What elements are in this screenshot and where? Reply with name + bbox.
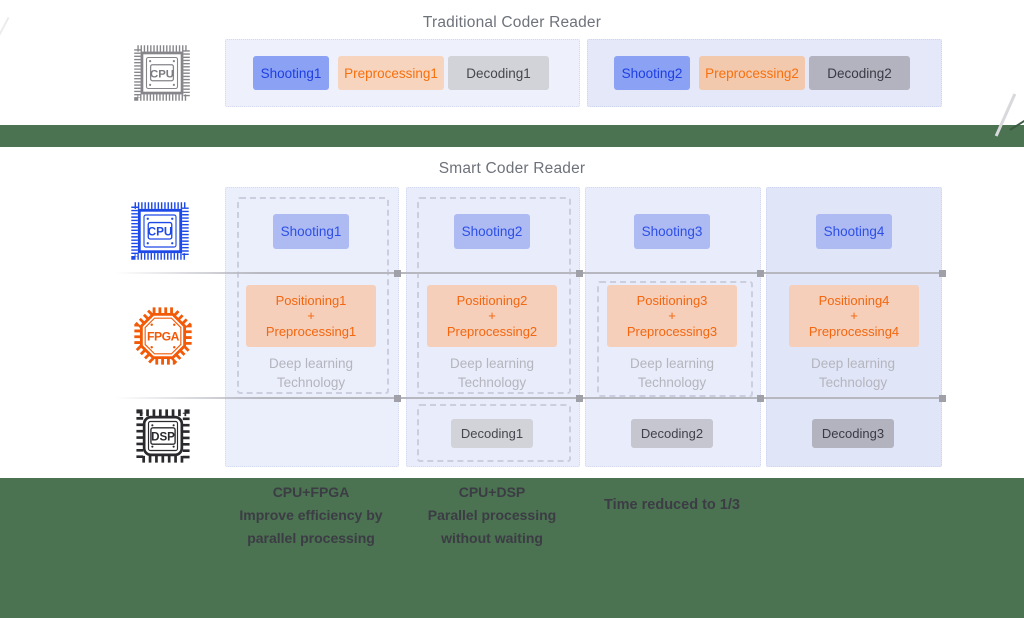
timeline-marker: [576, 395, 583, 402]
traditional-cycle-1-panel: Shooting1 Preprocessing1 Decoding1: [225, 39, 580, 107]
plus-sign: +: [668, 308, 676, 324]
footer-note-time-reduced: Time reduced to 1/3: [604, 497, 740, 513]
footer-green-background: [0, 478, 1024, 618]
deep-learning-caption-4: Deep learning Technology: [810, 356, 896, 390]
preprocessing-line: Preprocessing2: [446, 323, 538, 339]
task-block-decoding1: Decoding1: [448, 56, 549, 90]
preprocessing-line: Preprocessing1: [265, 323, 357, 339]
fpga-chip-icon: FPGA: [132, 305, 194, 372]
preprocessing-line: Preprocessing3: [626, 323, 718, 339]
dsp-chip-icon: DSP: [134, 407, 192, 470]
dashed-outline-col1: [237, 197, 389, 394]
deep-learning-caption-2: Deep learning Technology: [449, 356, 535, 390]
smart-decoding1-block: Decoding1: [451, 419, 533, 448]
traditional-cycle-2-panel: Shooting2 Preprocessing2 Decoding2: [587, 39, 942, 107]
smart-decoding3-block: Decoding3: [812, 419, 894, 448]
dashed-outline-col2-dsp: [417, 404, 571, 462]
cpu-chip-label: CPU: [150, 68, 174, 80]
footer-note-cpu-dsp: CPU+DSP Parallel processing without wait…: [427, 484, 557, 546]
smart-shooting3-block: Shooting3: [634, 214, 710, 249]
timeline-marker: [757, 395, 764, 402]
timeline-marker: [939, 395, 946, 402]
cpu-chip-icon: CPU: [131, 42, 193, 109]
task-block-shooting1: Shooting1: [253, 56, 329, 90]
smart-shooting4-block: Shooting4: [816, 214, 892, 249]
dashed-outline-col2: [417, 197, 571, 394]
smart-shooting2-block: Shooting2: [454, 214, 530, 249]
task-block-shooting2: Shooting2: [614, 56, 690, 90]
deep-learning-caption-1: Deep learning Technology: [268, 356, 354, 390]
smart-positioning2-block: Positioning2 + Preprocessing2: [427, 285, 557, 347]
timeline-marker: [394, 270, 401, 277]
fpga-chip-label: FPGA: [147, 330, 180, 344]
smart-section-title: Smart Coder Reader: [438, 160, 586, 177]
task-block-preprocessing1: Preprocessing1: [338, 56, 444, 90]
smart-positioning3-block: Positioning3 + Preprocessing3: [607, 285, 737, 347]
smart-positioning1-block: Positioning1 + Preprocessing1: [246, 285, 376, 347]
positioning-line: Positioning2: [456, 292, 528, 308]
timeline-fpga-dsp: [115, 397, 945, 399]
dsp-chip-label: DSP: [151, 430, 175, 443]
plus-sign: +: [307, 308, 315, 324]
task-block-decoding2: Decoding2: [809, 56, 910, 90]
smart-shooting1-block: Shooting1: [273, 214, 349, 249]
deep-learning-caption-3: Deep learning Technology: [629, 356, 715, 390]
positioning-line: Positioning3: [636, 292, 708, 308]
preprocessing-line: Preprocessing4: [808, 323, 900, 339]
smart-decoding2-block: Decoding2: [631, 419, 713, 448]
dashed-outline-col3-fpga: [597, 281, 753, 397]
timeline-marker: [939, 270, 946, 277]
smart-positioning4-block: Positioning4 + Preprocessing4: [789, 285, 919, 347]
footer-note-cpu-fpga: CPU+FPGA Improve efficiency by parallel …: [239, 484, 383, 546]
timeline-marker: [757, 270, 764, 277]
timeline-marker: [394, 395, 401, 402]
green-divider-band: [0, 125, 1024, 147]
timeline-cpu-fpga: [115, 272, 945, 274]
plus-sign: +: [850, 308, 858, 324]
positioning-line: Positioning1: [275, 292, 347, 308]
task-block-preprocessing2: Preprocessing2: [699, 56, 805, 90]
timeline-marker: [576, 270, 583, 277]
smart-cpu-chip-label: CPU: [148, 226, 173, 239]
traditional-section-title: Traditional Coder Reader: [422, 14, 602, 31]
cpu-chip-icon-blue: CPU: [128, 199, 192, 268]
positioning-line: Positioning4: [818, 292, 890, 308]
plus-sign: +: [488, 308, 496, 324]
